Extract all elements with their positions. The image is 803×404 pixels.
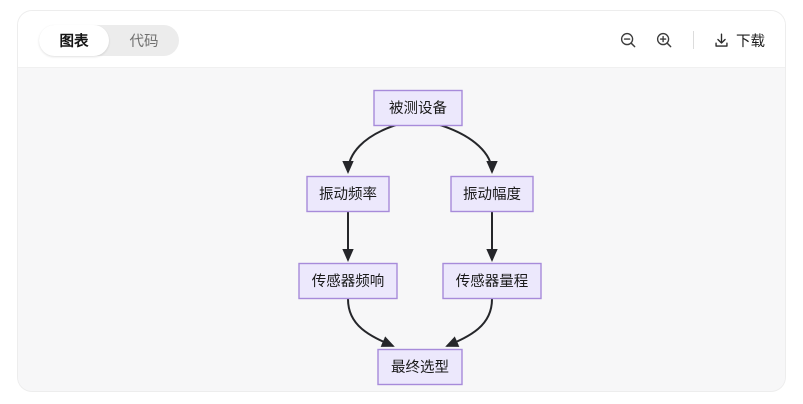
node-final-selection-label: 最终选型 (391, 359, 449, 376)
node-sensor-range-label: 传感器量程 (456, 273, 529, 290)
zoom-in-button[interactable] (648, 24, 680, 56)
edge-n1-n2 (342, 124, 397, 174)
zoom-out-button[interactable] (612, 24, 644, 56)
card-header: 图表 代码 (18, 11, 785, 68)
download-label: 下载 (736, 33, 765, 50)
node-sensor-frequency-response[interactable]: 传感器频响 (298, 262, 398, 300)
zoom-out-icon (620, 32, 636, 48)
tab-code-label: 代码 (129, 34, 159, 50)
tab-chart-label: 图表 (59, 34, 89, 50)
node-final-selection[interactable]: 最终选型 (377, 348, 463, 386)
node-sensor-range[interactable]: 传感器量程 (442, 262, 542, 300)
view-mode-tabs[interactable]: 图表 代码 (39, 25, 179, 56)
edge-n5-n6 (445, 298, 493, 347)
diagram-canvas[interactable]: 被测设备 振动频率 振动幅度 传感器频响 传感器量程 (18, 68, 785, 391)
toolbar-divider (693, 31, 694, 49)
node-device[interactable]: 被测设备 (373, 89, 463, 127)
node-vibration-frequency[interactable]: 振动频率 (306, 175, 390, 213)
diagram-toolbar: 下载 (612, 24, 771, 56)
edge-n1-n3 (439, 124, 498, 174)
node-vibration-amplitude[interactable]: 振动幅度 (450, 175, 534, 213)
diagram-card: 图表 代码 (18, 11, 785, 391)
node-sensor-frequency-response-label: 传感器频响 (312, 273, 385, 290)
download-icon (715, 33, 728, 47)
node-vibration-frequency-label: 振动频率 (319, 186, 377, 203)
node-device-label: 被测设备 (389, 100, 447, 117)
zoom-in-icon (656, 32, 672, 48)
download-button[interactable]: 下载 (707, 24, 771, 56)
tab-code[interactable]: 代码 (109, 25, 179, 56)
edge-n4-n6 (347, 298, 395, 347)
node-vibration-amplitude-label: 振动幅度 (463, 186, 521, 203)
flowchart: 被测设备 振动频率 振动幅度 传感器频响 传感器量程 (298, 89, 542, 386)
tab-chart[interactable]: 图表 (39, 25, 109, 56)
